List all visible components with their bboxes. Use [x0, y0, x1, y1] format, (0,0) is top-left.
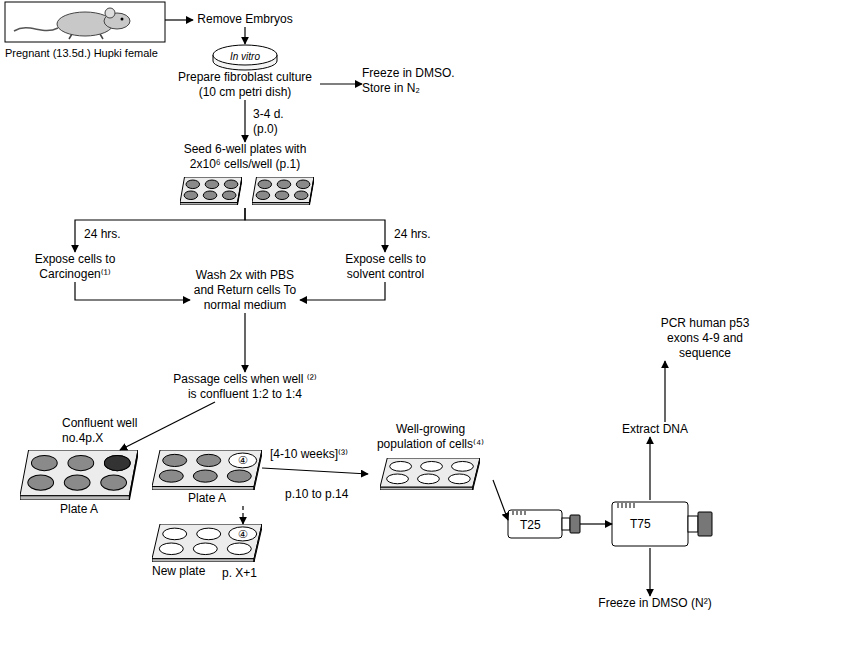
callout-label: Confluent well no.4p.X [62, 416, 148, 446]
process-step: Freeze in DMSO. Store in N₂ [362, 66, 466, 96]
edge-label: 3-4 d. (p.0) [251, 107, 295, 137]
six-well-plate [152, 524, 262, 562]
well-number: ④ [238, 454, 248, 466]
node-text: Seed 6-well plates with 2x10⁶ cells/well… [175, 142, 315, 172]
node-text: Wash 2x with PBS and Return cells To nor… [190, 268, 300, 313]
flow-arrow [242, 506, 243, 524]
flow-arrow [262, 468, 368, 474]
process-step: Wash 2x with PBS and Return cells To nor… [190, 268, 300, 313]
flow-arrow [75, 282, 190, 300]
process-step: Remove Embryos [193, 12, 297, 27]
process-step: Expose cells to Carcinogen⁽¹⁾ [20, 252, 130, 282]
node-text: Expose cells to Carcinogen⁽¹⁾ [20, 252, 130, 282]
process-step: Passage cells when well ⁽²⁾ is confluent… [170, 372, 320, 402]
node-text: Prepare fibroblast culture (10 cm petri … [170, 70, 320, 100]
node-text: In vitro [170, 44, 320, 70]
flow-arrow [165, 19, 193, 20]
process-step: Seed 6-well plates with 2x10⁶ cells/well… [175, 142, 315, 208]
flow-arrow [244, 313, 245, 372]
node-text: Extract DNA [615, 422, 695, 437]
node-text: Remove Embryos [193, 12, 297, 27]
flask-node: T25 [508, 508, 580, 540]
edge-label: [4-10 weeks]⁽³⁾ [268, 447, 350, 462]
node-text: Plate A [152, 491, 262, 506]
six-well-plate [180, 177, 242, 205]
node-text: T25 [520, 518, 580, 533]
flow-arrow [75, 208, 245, 252]
flow-arrow [649, 548, 650, 596]
process-step: Extract DNA [615, 422, 695, 437]
dish-step: In vitroPrepare fibroblast culture (10 c… [170, 44, 320, 100]
culture-flask [508, 510, 580, 538]
culture-flask [612, 502, 712, 546]
illustration-box: Pregnant (13.5d.) Hupki female [5, 2, 165, 60]
edge-label: 24 hrs. [82, 227, 123, 242]
passage-label: p. X+1 [222, 566, 257, 581]
mouse-illustration [5, 2, 165, 42]
process-step: PCR human p53 exons 4-9 and sequence [655, 316, 755, 361]
node-text: Expose cells to solvent control [328, 252, 443, 282]
plate-node: Plate A [20, 450, 138, 517]
flow-arrow [244, 27, 245, 44]
flow-arrow [244, 100, 245, 142]
node-text: Freeze in DMSO. Store in N₂ [362, 66, 466, 96]
flow-arrow [664, 361, 665, 422]
plate-node: Well-growing population of cells⁽⁴⁾ [368, 422, 493, 492]
flask-node: T75 [612, 500, 712, 548]
node-text: Passage cells when well ⁽²⁾ is confluent… [170, 372, 320, 402]
process-step: Expose cells to solvent control [328, 252, 443, 282]
edge-label: 24 hrs. [392, 227, 433, 242]
flow-arrow [649, 437, 650, 500]
well-number: ④ [238, 528, 248, 540]
flow-arrow [300, 282, 385, 300]
six-well-plate [252, 177, 314, 205]
process-step: Freeze in DMSO (N²) [570, 596, 740, 611]
node-text: Well-growing population of cells⁽⁴⁾ [368, 422, 493, 452]
flow-arrow [493, 480, 508, 520]
passage-label: p.10 to p.14 [285, 487, 348, 502]
node-text: T75 [630, 517, 712, 532]
flow-arrow [245, 208, 385, 252]
six-well-plate [152, 450, 262, 490]
six-well-plate [380, 458, 480, 490]
flow-arrow [580, 523, 612, 524]
node-text: PCR human p53 exons 4-9 and sequence [655, 316, 755, 361]
node-text: Freeze in DMSO (N²) [570, 596, 740, 611]
node-text: Pregnant (13.5d.) Hupki female [5, 46, 165, 60]
node-text: Plate A [20, 502, 138, 517]
six-well-plate [20, 450, 138, 500]
flow-arrow [320, 83, 362, 84]
